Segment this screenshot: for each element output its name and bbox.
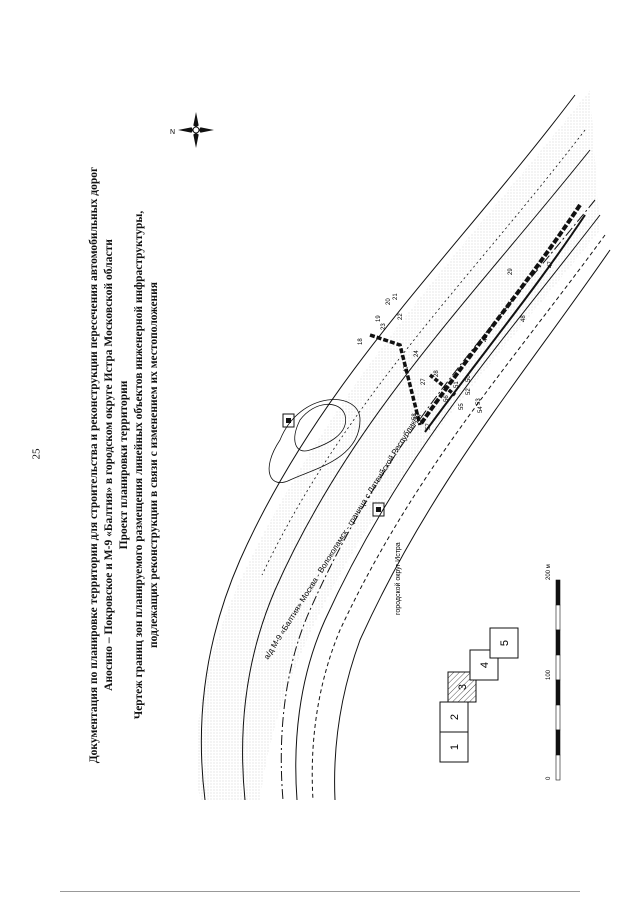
title-line-2: Аносино – Покровское и М-9 «Балтия» в го…	[103, 239, 115, 691]
terrain-band	[196, 90, 600, 800]
point-label: 24	[414, 350, 420, 357]
point-label: 48	[521, 315, 527, 322]
point-label: 29	[508, 268, 514, 275]
point-label: 21	[393, 293, 399, 300]
north-marker: N	[170, 129, 175, 136]
point-label: 53	[476, 398, 482, 405]
point-label: 50	[466, 375, 472, 382]
point-label: 17	[404, 365, 410, 372]
title-line-1: Документация по планировке территории дл…	[88, 166, 100, 764]
point-label: 20	[386, 298, 392, 305]
point-label: 23	[381, 323, 387, 330]
point-label: 51	[454, 381, 460, 388]
title-block: Документация по планировке территории дл…	[87, 100, 160, 830]
sheet-index-label: 5	[499, 640, 511, 646]
district-label: городской округ Истра	[394, 542, 402, 615]
scale-segment	[555, 679, 561, 706]
scale-tick-label: 200 м	[546, 564, 552, 580]
point-label: 58	[412, 413, 418, 420]
point-label: 52	[466, 388, 472, 395]
scale-segment	[555, 579, 561, 606]
title-line-5: подлежащих реконструкции в связи с измен…	[148, 281, 160, 649]
sheet-index: 1 2 3 4 5	[439, 627, 519, 763]
scale-tick-label: 0	[546, 776, 552, 780]
scale-segment	[555, 704, 561, 731]
title-line-3: Проект планировки территории	[118, 380, 130, 550]
building-marker	[282, 413, 295, 428]
point-label: 57	[426, 423, 432, 430]
sheet-index-label: 2	[449, 714, 461, 720]
point-label: 19	[376, 315, 382, 322]
scale-segment	[555, 604, 561, 631]
scale-segment	[555, 654, 561, 681]
scale-bar: 0 100 200 м	[546, 564, 561, 781]
point-label: 22	[398, 313, 404, 320]
point-label: 56	[444, 395, 450, 402]
north-arrow-icon: N	[170, 112, 214, 148]
sheet-index-box	[439, 701, 469, 733]
footer-rule	[60, 891, 580, 892]
point-label: 27	[421, 378, 427, 385]
sheet-index-label: 1	[449, 744, 461, 750]
point-label: 28	[434, 370, 440, 377]
point-label: 18	[358, 338, 364, 345]
point-label: 55	[459, 403, 465, 410]
point-label: 49	[483, 335, 489, 342]
point-label: 47	[548, 261, 554, 268]
scale-segment	[555, 754, 561, 781]
utility-corridor	[369, 203, 586, 433]
sheet-index-label: 4	[479, 662, 491, 668]
point-label: 54	[478, 406, 484, 413]
interchange-loop	[268, 399, 361, 483]
title-line-4: Чертеж границ зон планируемого размещени…	[133, 210, 145, 720]
sheet-index-box	[489, 627, 519, 659]
scale-tick-label: 100	[546, 669, 552, 680]
scale-segment	[555, 729, 561, 756]
sheet-index-label: 3	[457, 684, 469, 690]
scale-segment	[555, 629, 561, 656]
sheet-index-box	[439, 731, 469, 763]
building-marker	[372, 502, 385, 517]
